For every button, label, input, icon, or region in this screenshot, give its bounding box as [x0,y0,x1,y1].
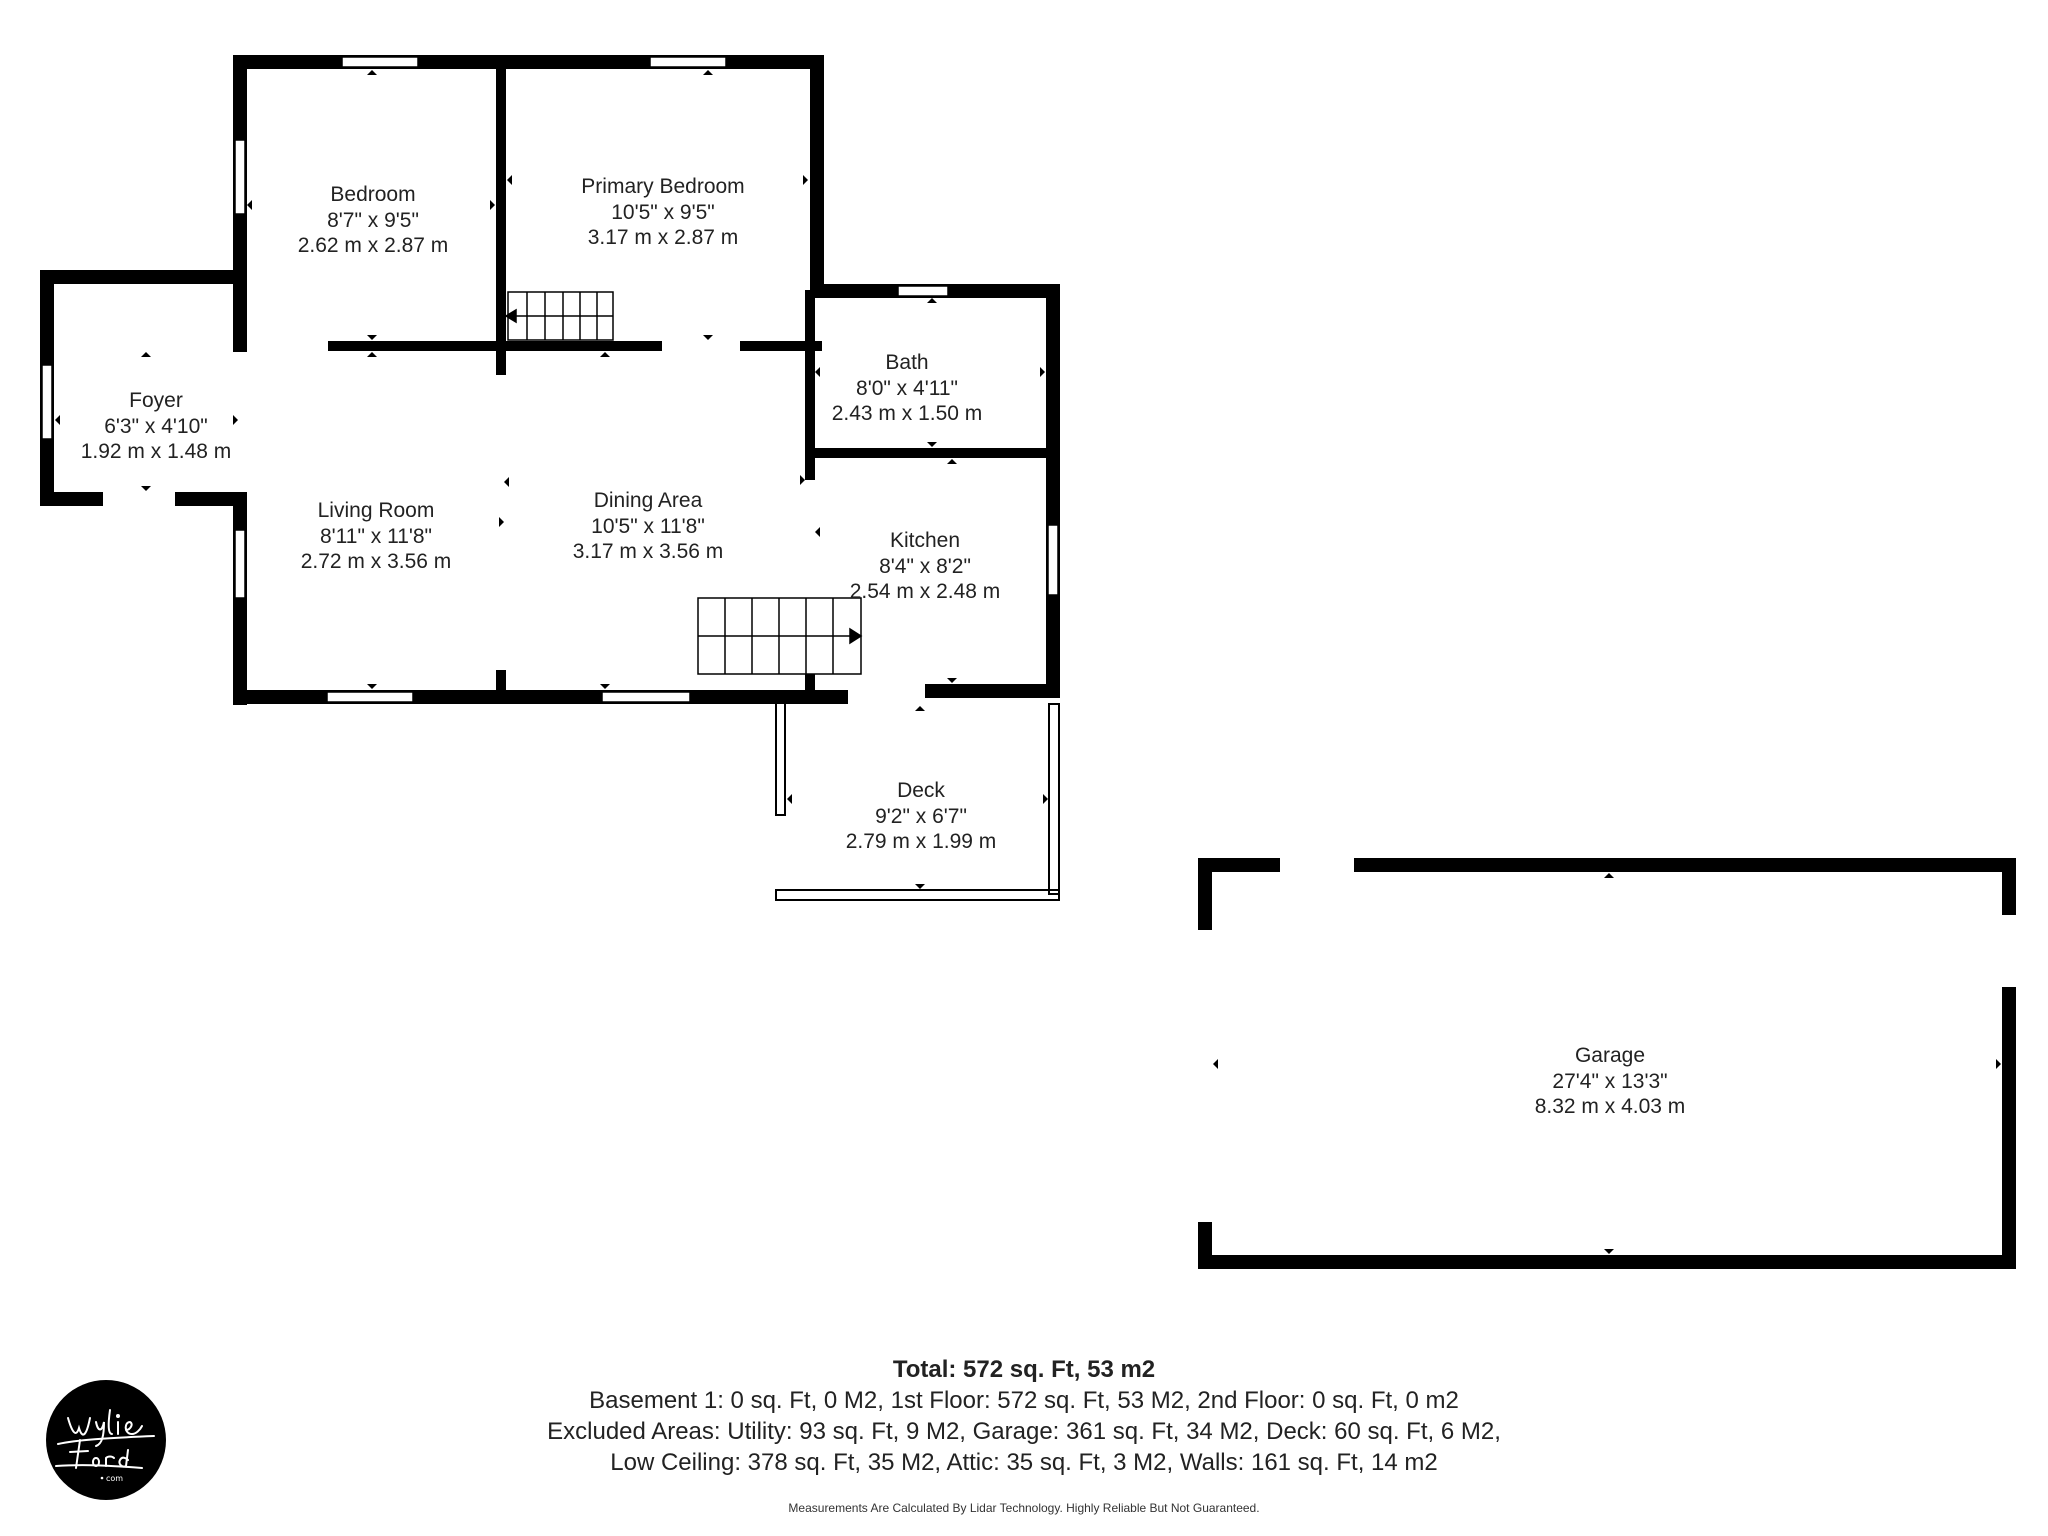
room-name: Deck [897,779,945,802]
room-imperial: 8'11" x 11'8" [319,524,433,548]
room-foyer: Foyer 6'3" x 4'10" 1.92 m x 1.48 m [81,388,232,465]
room-bath: Bath 8'0" x 4'11" 2.43 m x 1.50 m [832,350,983,427]
window [601,691,691,703]
room-imperial: 8'7" x 9'5" [327,208,419,232]
measurement-markers [55,70,2001,1254]
wall-bedrooms-divider [496,55,506,375]
room-name: Primary Bedroom [581,175,745,198]
room-imperial: 8'4" x 8'2" [879,554,971,578]
window [1047,524,1059,596]
room-deck: Deck 9'2" x 6'7" 2.79 m x 1.99 m [846,778,997,855]
room-bedroom: Bedroom 8'7" x 9'5" 2.62 m x 2.87 m [298,182,449,259]
summary-excluded: Excluded Areas: Utility: 93 sq. Ft, 9 M2… [547,1418,1501,1446]
wall-garage-north [1198,858,2016,872]
windows [41,56,1059,703]
window [41,364,53,440]
wall-east-bath-kitchen [1046,284,1060,696]
area-summary: Total: 572 sq. Ft, 53 m2 Basement 1: 0 s… [0,1355,2048,1515]
wall-bedrooms-south-b [740,341,822,351]
wall-foyer-east-top [233,340,247,352]
room-imperial: 10'5" x 9'5" [611,200,715,224]
deck-outline [775,703,1060,901]
wall-bedrooms-south-a [327,341,662,351]
window [326,691,414,703]
stairs-upper [504,291,614,341]
room-imperial: 8'0" x 4'11" [856,376,958,400]
wall-living-dining-stub [496,670,506,694]
summary-low-ceiling: Low Ceiling: 378 sq. Ft, 35 M2, Attic: 3… [610,1449,1438,1477]
wall-north-bedrooms [233,55,824,69]
room-name: Foyer [129,389,183,412]
room-kitchen: Kitchen 8'4" x 8'2" 2.54 m x 2.48 m [850,528,1001,605]
brand-logo: com [46,1380,166,1500]
stairs-lower [697,597,863,675]
room-name: Bath [885,351,929,374]
room-metric: 3.17 m x 2.87 m [587,226,739,250]
wall-south-main [233,690,848,704]
openings [103,338,2018,1222]
window [649,56,727,68]
wall-kitchen-west [805,670,815,695]
window [234,529,246,599]
disclaimer-note: Measurements Are Calculated By Lidar Tec… [788,1500,1260,1515]
window [897,285,949,297]
room-garage: Garage 27'4" x 13'3" 8.32 m x 4.03 m [1535,1043,1686,1120]
room-living-room: Living Room 8'11" x 11'8" 2.72 m x 3.56 … [301,498,452,575]
svg-text:com: com [106,1474,123,1483]
room-dining-area: Dining Area 10'5" x 11'8" 3.17 m x 3.56 … [573,488,724,565]
room-metric: 2.62 m x 2.87 m [297,234,449,258]
room-name: Living Room [317,499,435,522]
room-name: Bedroom [330,183,416,206]
window [234,139,246,215]
room-imperial: 9'2" x 6'7" [875,804,967,828]
room-metric: 2.72 m x 3.56 m [300,550,452,574]
room-imperial: 27'4" x 13'3" [1552,1069,1668,1093]
wall-foyer-north [40,270,247,284]
room-metric: 3.17 m x 3.56 m [572,540,724,564]
summary-floors: Basement 1: 0 sq. Ft, 0 M2, 1st Floor: 5… [589,1387,1459,1414]
wall-bath-kitchen [810,448,1050,458]
room-metric: 2.54 m x 2.48 m [849,580,1001,604]
room-name: Kitchen [889,529,961,552]
room-imperial: 10'5" x 11'8" [591,514,705,538]
window [341,56,419,68]
room-imperial: 6'3" x 4'10" [104,414,208,438]
brand-logo-mark: com [55,1409,155,1483]
room-metric: 1.92 m x 1.48 m [80,440,232,464]
room-metric: 8.32 m x 4.03 m [1534,1095,1686,1119]
wall-south-kitchen [925,684,1060,698]
room-metric: 2.43 m x 1.50 m [831,402,983,426]
room-metric: 2.79 m x 1.99 m [845,830,997,854]
wall-east-primary [810,55,824,295]
room-name: Dining Area [593,489,703,512]
room-name: Garage [1574,1044,1646,1067]
room-primary-bedroom: Primary Bedroom 10'5" x 9'5" 3.17 m x 2.… [581,174,744,251]
total-area: Total: 572 sq. Ft, 53 m2 [892,1356,1156,1383]
wall-garage-south [1198,1255,2016,1269]
wall-bath-west [805,290,815,480]
